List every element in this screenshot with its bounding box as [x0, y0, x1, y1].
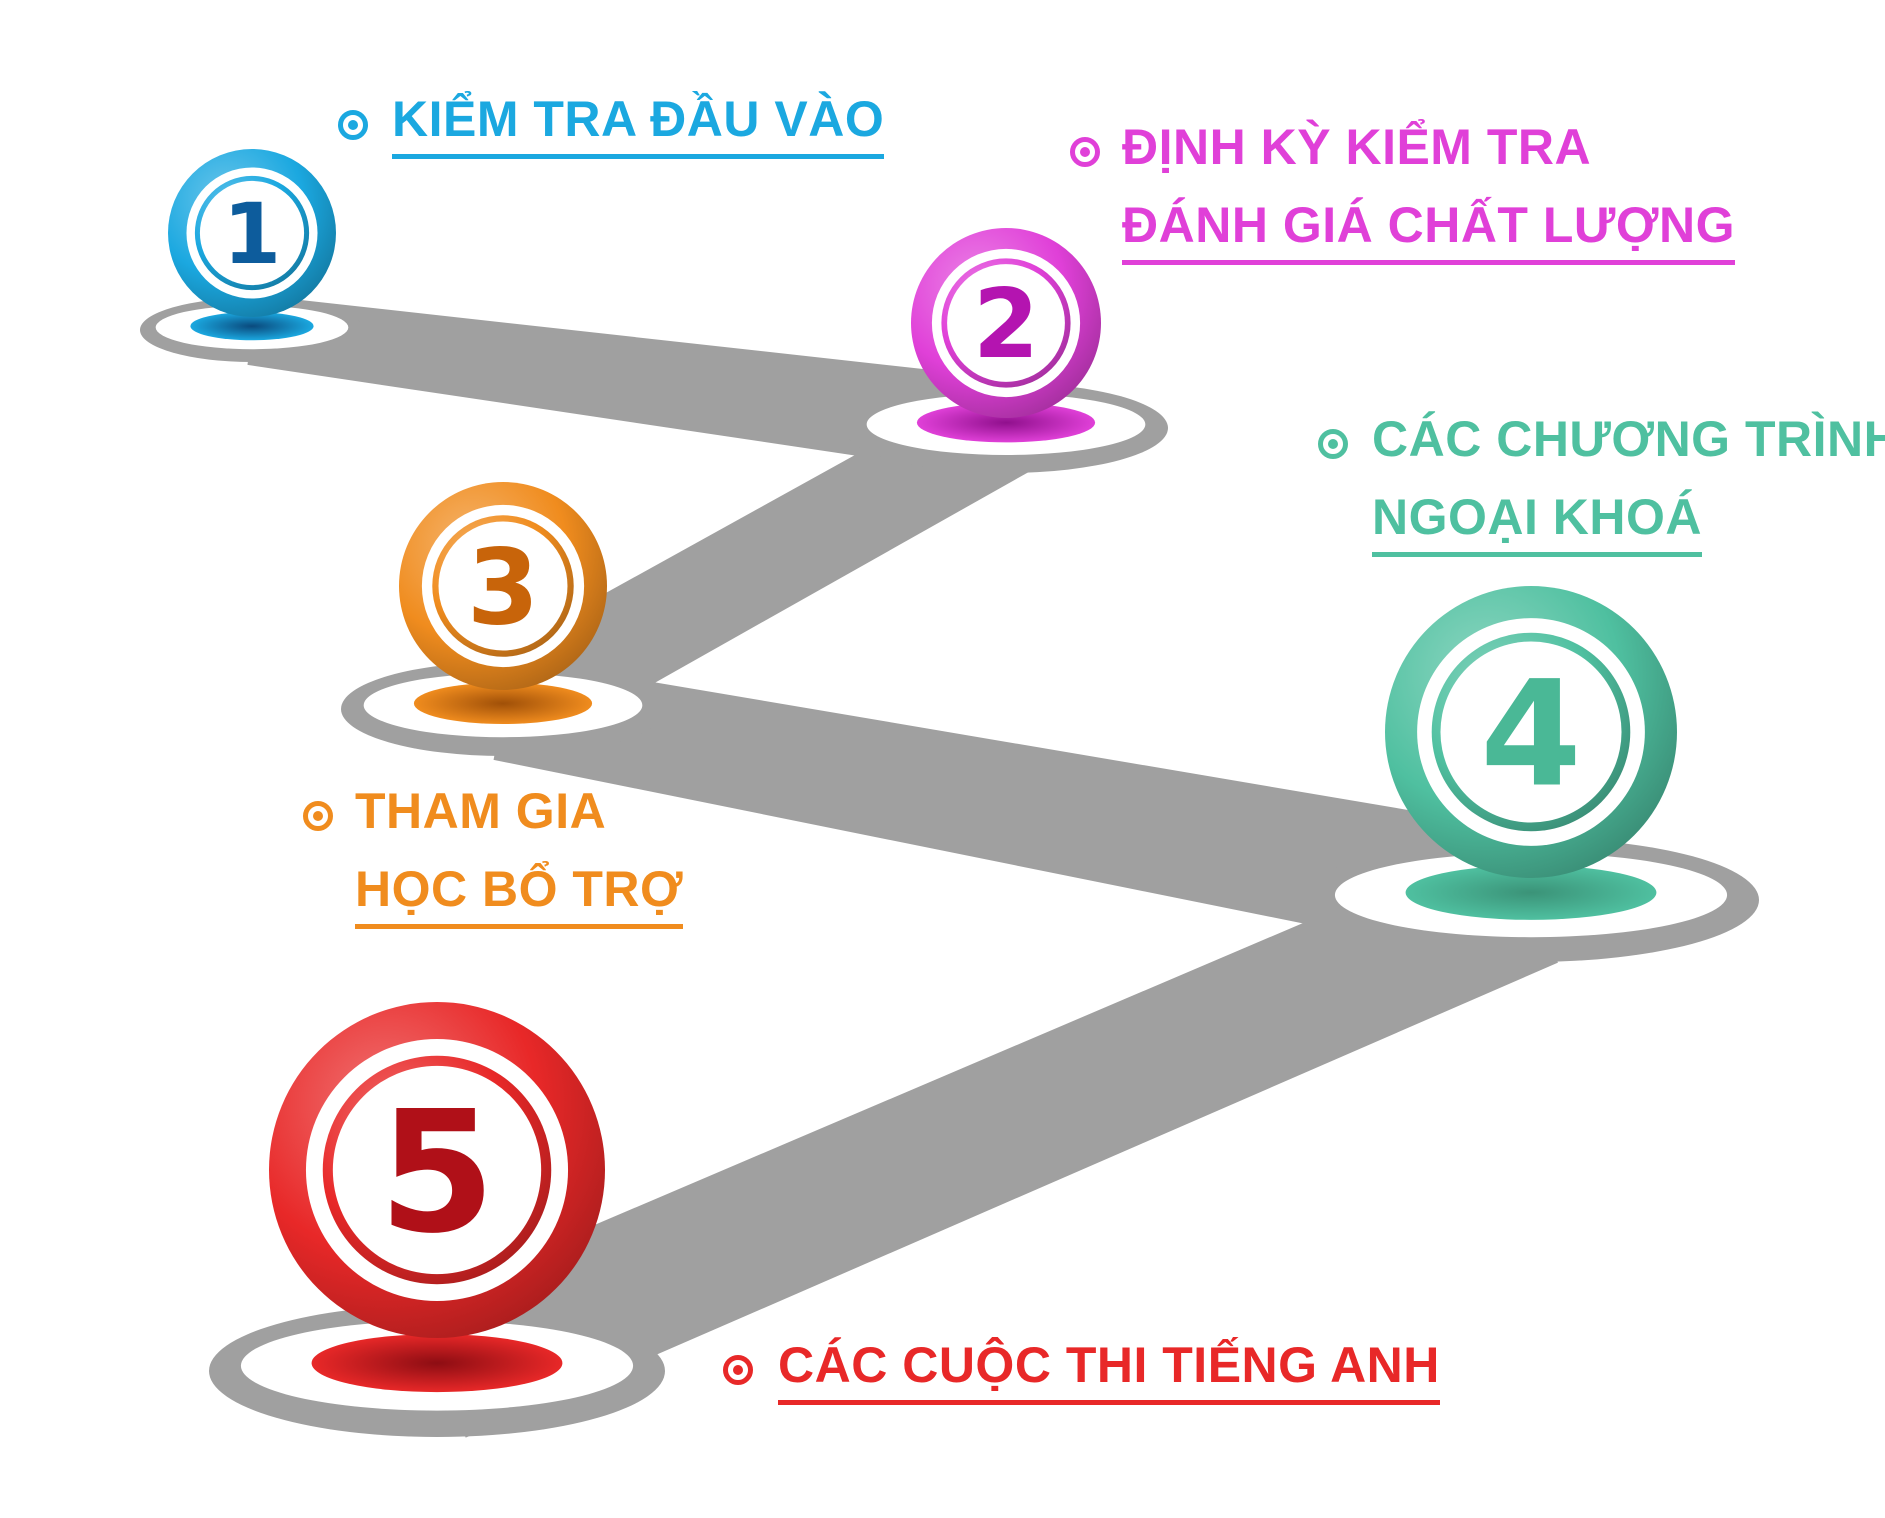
step-5-node: 5 [209, 1002, 665, 1437]
bullet-icon-step-1 [338, 110, 368, 140]
step-3-face [438, 521, 568, 651]
step-1-base-shadow [190, 312, 314, 341]
connector-segment-2-3 [477, 384, 1031, 755]
step-1-number: 1 [223, 185, 281, 283]
step-1-node: 1 [140, 149, 364, 362]
step-4-line-2: NGOẠI KHOÁ [1372, 482, 1702, 557]
bullet-icon-step-3 [303, 801, 333, 831]
step-4-face [1440, 641, 1622, 823]
step-2-label: ĐỊNH KỲ KIỂM TRA ĐÁNH GIÁ CHẤT LƯỢNG [1122, 108, 1736, 265]
step-2-node: 2 [844, 228, 1168, 473]
step-4-base-shadow [1405, 865, 1657, 920]
step-3-line-1: THAM GIA [355, 783, 607, 839]
step-1-line-1: KIỂM TRA ĐẦU VÀO [392, 84, 885, 159]
step-5-face [332, 1065, 542, 1275]
step-1-label: KIỂM TRA ĐẦU VÀO [392, 80, 885, 159]
step-3-line-2: HỌC BỔ TRỢ [355, 854, 684, 929]
step-2-line-1: ĐỊNH KỲ KIỂM TRA [1122, 119, 1592, 175]
step-4-number: 4 [1480, 650, 1582, 820]
step-3-base-shadow [413, 682, 593, 725]
step-2-base-shadow [916, 402, 1096, 443]
step-4-line-1: CÁC CHƯƠNG TRÌNH [1372, 411, 1885, 467]
step-5-line-1: CÁC CUỘC THI TIẾNG ANH [778, 1330, 1440, 1405]
connector-segment-1-2 [247, 295, 1013, 478]
step-3-label: THAM GIA HỌC BỔ TRỢ [355, 772, 684, 929]
step-5-label: CÁC CUỘC THI TIẾNG ANH [778, 1326, 1440, 1405]
step-2-line-2: ĐÁNH GIÁ CHẤT LƯỢNG [1122, 190, 1736, 265]
step-3-node: 3 [341, 482, 665, 756]
step-2-face [947, 264, 1065, 382]
connector-path [247, 295, 1558, 1438]
bullet-icon-step-4 [1318, 429, 1348, 459]
step-4-label: CÁC CHƯƠNG TRÌNH NGOẠI KHOÁ [1372, 400, 1885, 557]
step-2-number: 2 [973, 270, 1039, 380]
connector-segment-3-4 [493, 658, 1544, 968]
step-5-base-shadow [311, 1334, 563, 1393]
bullet-icon-step-2 [1070, 137, 1100, 167]
bullet-icon-step-5 [723, 1355, 753, 1385]
connector-segment-4-5 [408, 837, 1558, 1438]
step-3-number: 3 [467, 526, 539, 648]
step-5-number: 5 [379, 1074, 496, 1270]
step-4-node: 4 [1303, 586, 1759, 962]
step-nodes: 1 2 3 4 5 [140, 149, 1759, 1437]
step-1-face [199, 180, 305, 286]
